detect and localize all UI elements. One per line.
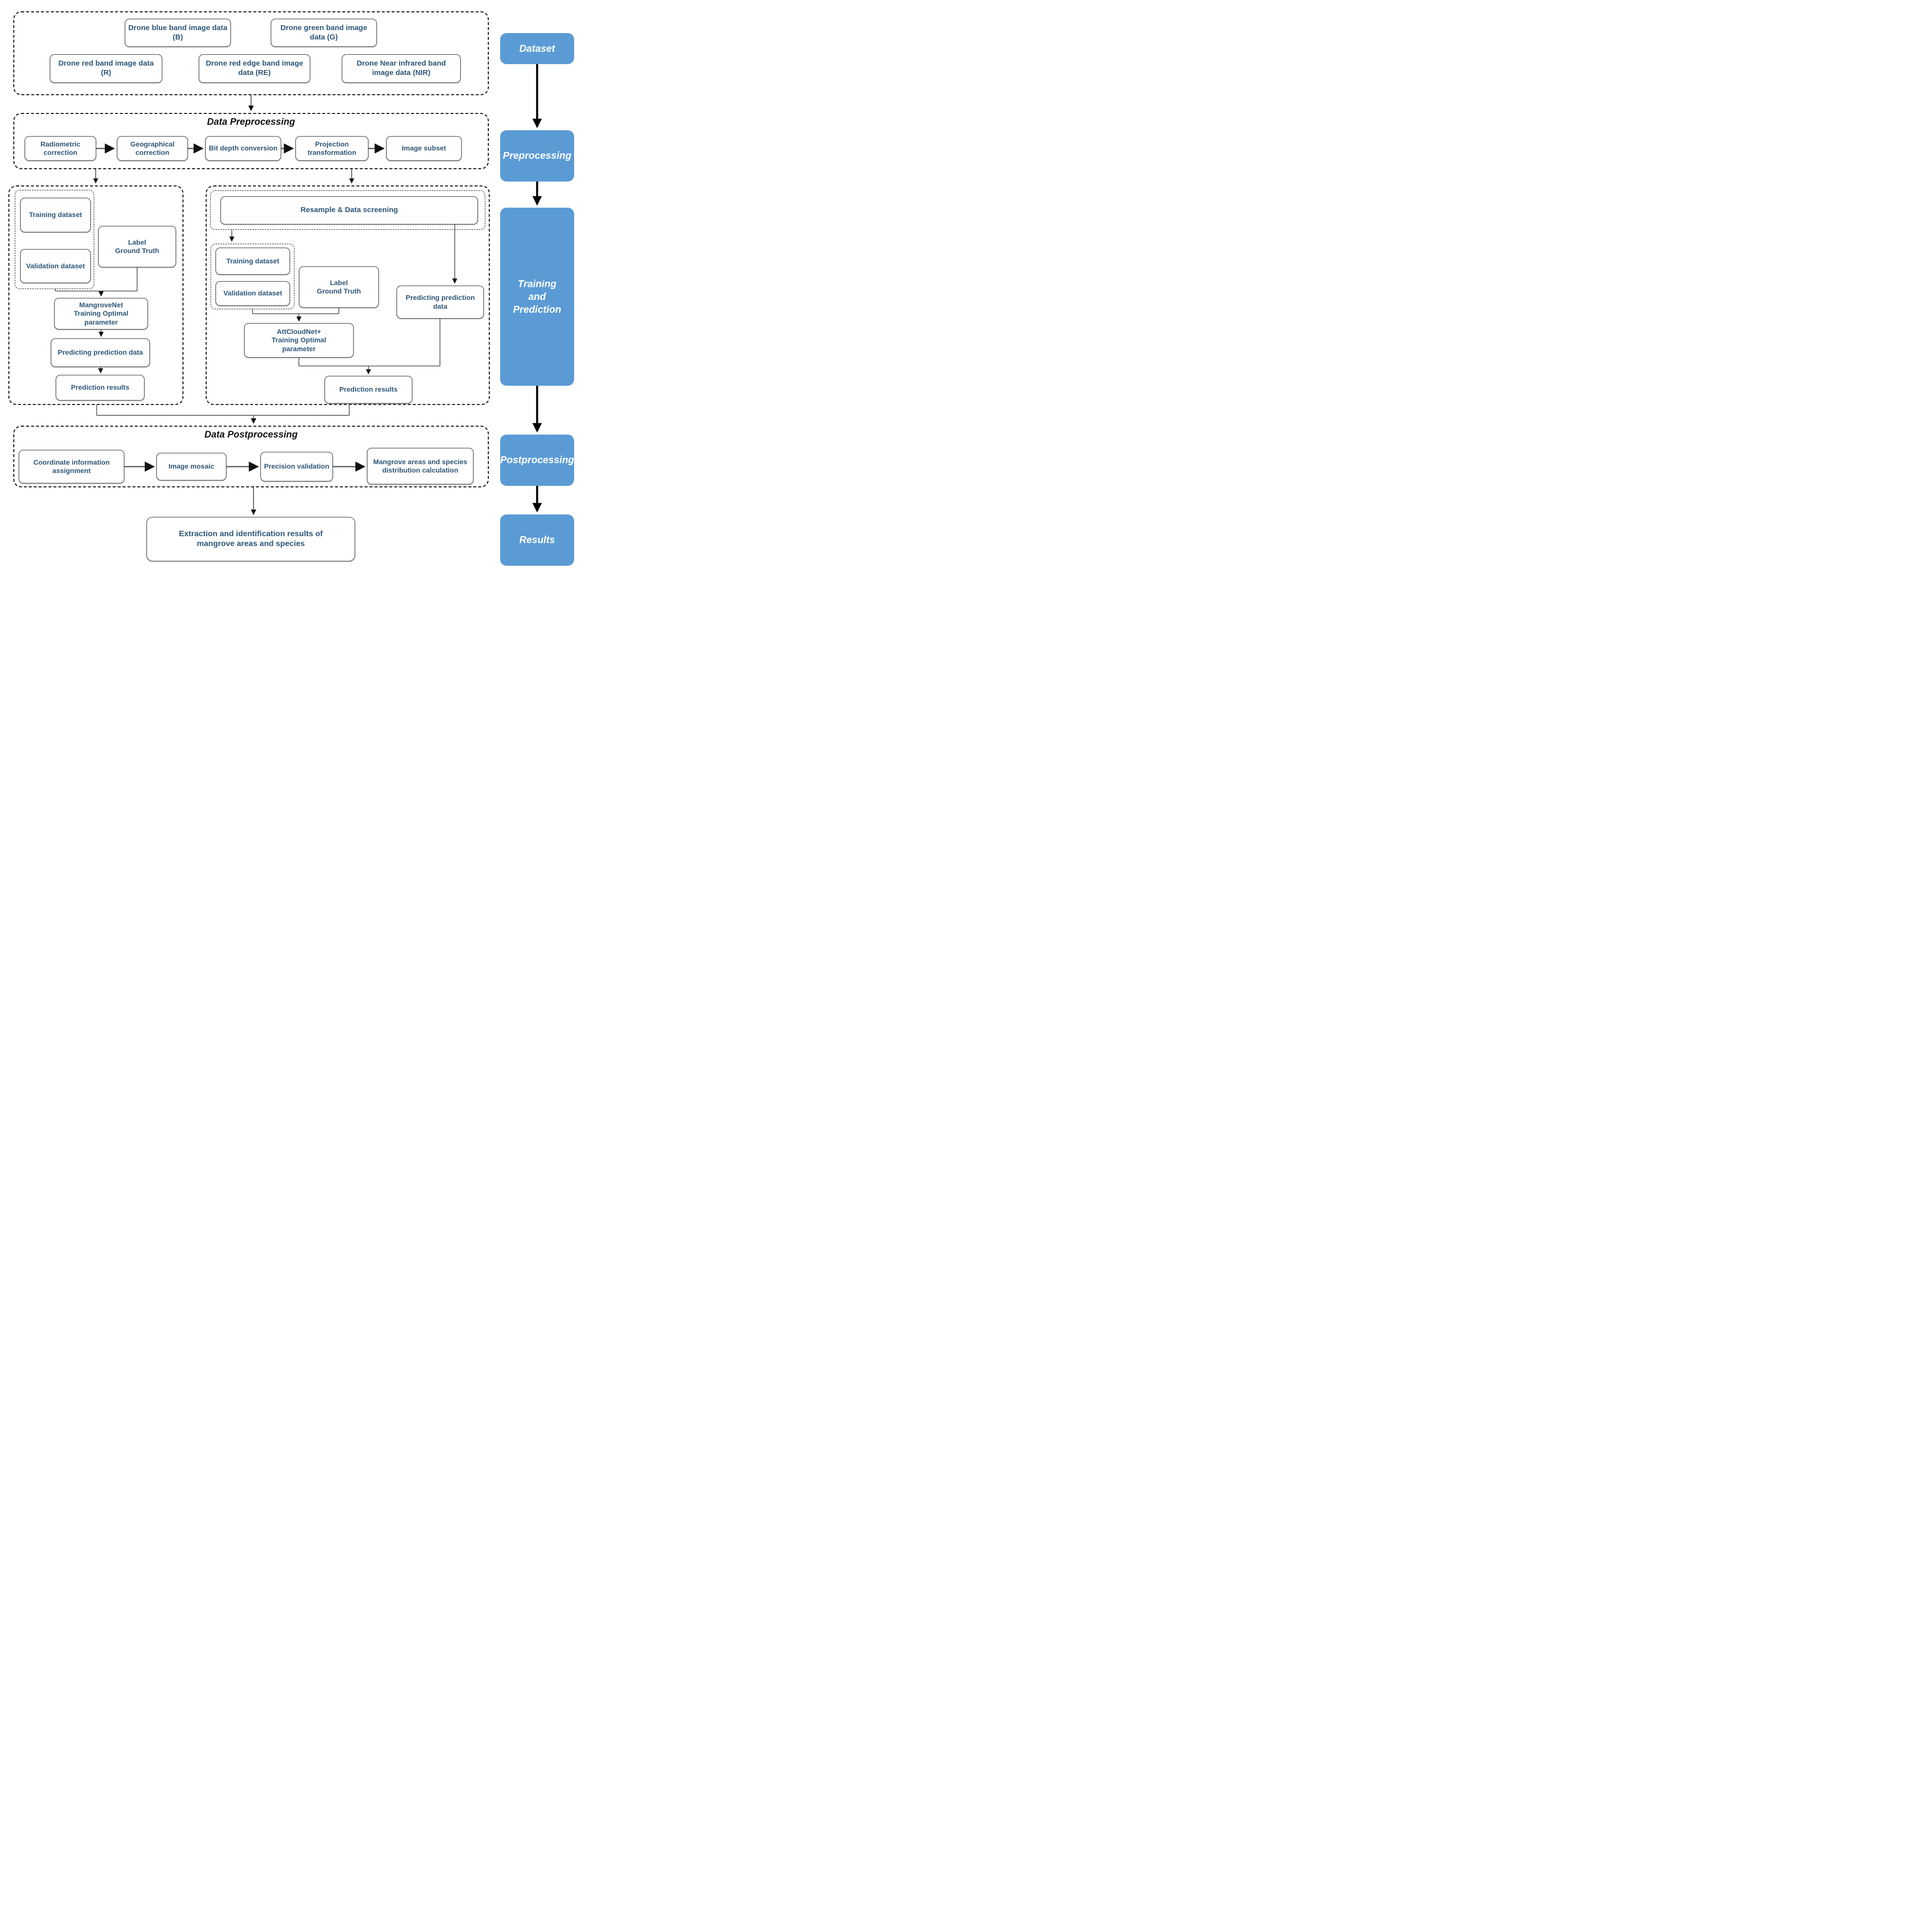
postprocessing-title: Data Postprocessing (204, 430, 298, 440)
node-extraction-identification-results: Extraction and identification results of… (146, 517, 355, 561)
node-image-subset: Image subset (386, 136, 462, 161)
flowchart-canvas: Drone blue band image data (B) Drone gre… (0, 0, 580, 572)
preprocessing-title: Data Preprocessing (207, 117, 295, 127)
node-drone-red-band: Drone red band image data (R) (50, 54, 162, 83)
sidebar-stage-preprocessing: Preprocessing (500, 130, 574, 182)
node-left-predicting-data: Predicting prediction data (51, 338, 150, 367)
preprocessing-panel: Data Preprocessing (13, 113, 489, 169)
node-mangrovenet-model: MangroveNet Training Optimal parameter (54, 298, 148, 330)
attcloudnet-training-panel (206, 185, 490, 405)
node-mangrove-distribution-calc: Mangrove areas and species distribution … (367, 448, 474, 484)
node-left-training-dataset: Training dataset (20, 198, 91, 232)
node-right-prediction-results: Prediction results (325, 376, 412, 403)
node-geographical-correction: Geographical correction (117, 136, 188, 161)
postprocessing-panel: Data Postprocessing (13, 426, 489, 487)
node-projection-transformation: Projection transformation (295, 136, 368, 161)
wires-merge-to-postprocessing (96, 405, 350, 424)
node-resample-data-screening: Resample & Data screening (220, 196, 478, 224)
node-precision-validation: Precision validation (260, 452, 333, 481)
node-left-label-ground-truth: Label Ground Truth (98, 226, 176, 267)
node-coordinate-assignment: Coordinate information assignment (19, 450, 124, 483)
left-train-val-group (15, 190, 94, 289)
node-image-mosaic: Image mosaic (156, 453, 226, 480)
sidebar-stage-dataset: Dataset (500, 33, 574, 64)
resample-group (210, 190, 485, 230)
node-left-validation-dataset: Validation dataset (20, 249, 91, 283)
node-left-prediction-results: Prediction results (56, 375, 145, 401)
node-right-training-dataset: Training dataset (216, 248, 290, 275)
sidebar-stage-training-prediction: Training and Prediction (500, 208, 574, 386)
node-right-predicting-data: Predicting prediction data (397, 286, 484, 319)
node-right-label-ground-truth: Label Ground Truth (299, 266, 379, 308)
dataset-panel (13, 11, 489, 95)
node-drone-red-edge-band: Drone red edge band image data (RE) (199, 54, 310, 83)
node-bit-depth-conversion: Bit depth conversion (205, 136, 281, 161)
node-attcloudnet-model: AttCloudNet+ Training Optimal parameter (244, 323, 354, 358)
node-drone-green-band: Drone green band image data (G) (271, 19, 377, 47)
sidebar-stage-results: Results (500, 514, 574, 566)
mangrovenet-training-panel (8, 185, 183, 405)
sidebar-stage-postprocessing: Postprocessing (500, 435, 574, 486)
node-drone-blue-band: Drone blue band image data (B) (125, 19, 231, 47)
node-drone-nir-band: Drone Near infrared band image data (NIR… (342, 54, 461, 83)
node-right-validation-dataset: Validation dataset (216, 281, 290, 306)
node-radiometric-correction: Radiometric correction (25, 136, 96, 161)
